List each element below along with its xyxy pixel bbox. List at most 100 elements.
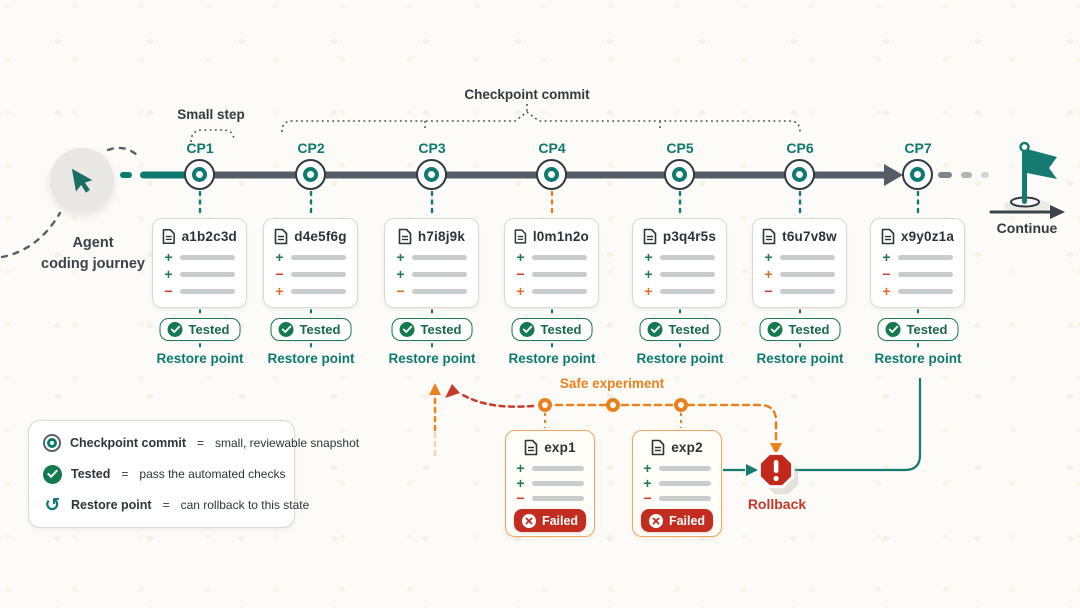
checkpoint-group: CP7 x9y0z1a + − + Tested Restore point: [858, 140, 978, 366]
diff-bar: [180, 271, 235, 277]
x-icon: [648, 513, 663, 528]
diff-row: +: [396, 250, 467, 264]
failed-label: Failed: [668, 513, 706, 528]
legend-row: ↺ Restore point = can rollback to this s…: [43, 496, 310, 515]
diff-bar: [898, 271, 953, 277]
diff-sign: +: [882, 249, 891, 265]
experiment-branch: [429, 383, 782, 457]
failed-badge: Failed: [514, 509, 586, 532]
diff-sign: −: [275, 266, 284, 282]
diff-bar: [659, 495, 711, 501]
legend-definition: can rollback to this state: [180, 498, 310, 512]
cursor-icon: [71, 168, 93, 193]
diff-sign: +: [764, 249, 773, 265]
document-icon: [651, 439, 665, 456]
check-icon: [885, 322, 901, 337]
tested-badge: Tested: [159, 318, 241, 341]
card-header: p3q4r5s: [642, 228, 717, 245]
document-icon: [881, 228, 895, 245]
commit-hash: d4e5f6g: [294, 229, 347, 244]
tested-badge: Tested: [759, 318, 841, 341]
x-icon: [521, 513, 536, 528]
restore-point-label: Restore point: [874, 351, 962, 366]
legend-equals: =: [121, 467, 129, 481]
diff-bar: [180, 288, 235, 294]
diff-sign: +: [644, 266, 653, 282]
small-step-label: Small step: [177, 107, 245, 122]
checkpoint-node-icon: [536, 159, 567, 190]
diff-row: −: [882, 267, 953, 281]
diff-row: +: [516, 284, 587, 298]
tested-label: Tested: [540, 322, 582, 337]
card-header: d4e5f6g: [273, 228, 348, 245]
diff-sign: +: [644, 249, 653, 265]
diff-bar: [532, 480, 584, 486]
commit-card: a1b2c3d + + −: [152, 218, 247, 308]
node-card-connectors: [198, 190, 920, 351]
commit-hash: p3q4r5s: [662, 229, 717, 244]
restore-point-label: Restore point: [156, 351, 244, 366]
experiment-group: exp1 + + − Failed: [505, 430, 595, 537]
diff-row: +: [882, 249, 953, 265]
legend-equals: =: [197, 436, 205, 450]
diff-bar: [780, 271, 835, 277]
document-icon: [643, 228, 657, 245]
checkpoint-node-icon: [416, 159, 447, 190]
checkpoint-node-ring: [544, 167, 559, 182]
checkpoint-node-ring: [672, 167, 687, 182]
agent-avatar: [50, 148, 114, 212]
commit-card: x9y0z1a + − +: [870, 218, 965, 308]
diff-bar: [532, 288, 587, 294]
tested-badge: Tested: [511, 318, 593, 341]
diff-bar: [532, 495, 584, 501]
right-arrowhead: [746, 464, 758, 476]
continue-arrow: [989, 205, 1065, 219]
diff-sign: +: [164, 266, 173, 282]
diff-sign: −: [396, 283, 405, 299]
tested-label: Tested: [788, 322, 830, 337]
checkpoint-label: CP7: [904, 140, 932, 156]
diff-row: +: [516, 250, 587, 264]
checkpoint-node-ring: [192, 167, 207, 182]
commit-hash: t6u7v8w: [782, 229, 837, 244]
diff-sign: +: [764, 266, 773, 282]
diff-row: −: [164, 284, 235, 298]
diff-sign: +: [643, 460, 652, 476]
diff-sign: +: [164, 249, 173, 265]
diff-bar: [898, 254, 953, 260]
checkpoint-label: CP4: [538, 140, 566, 156]
diff-row: +: [644, 283, 715, 299]
checkpoint-group: CP3 h7i8j9k + + − Tested Restore point: [372, 140, 492, 366]
checkpoint-group: CP2 d4e5f6g + − + Tested Restore point: [251, 140, 371, 366]
diff-row: −: [643, 491, 711, 505]
card-header: exp2: [641, 439, 713, 456]
diff-bar: [291, 254, 346, 260]
safe-experiment-label: Safe experiment: [559, 376, 665, 391]
checkpoint-label: CP5: [666, 140, 694, 156]
flag-icon: [1004, 141, 1057, 213]
checkpoint-label: CP3: [418, 140, 446, 156]
checkpoint-label: CP6: [786, 140, 814, 156]
document-icon: [162, 228, 175, 245]
diff-bar: [659, 465, 711, 471]
checkpoint-node-ring: [910, 167, 925, 182]
diff-bar: [780, 288, 835, 294]
failed-badge: Failed: [641, 509, 713, 532]
checkpoint-node-icon: [902, 159, 933, 190]
checkpoint-node-icon: [295, 159, 326, 190]
tested-label: Tested: [420, 322, 462, 337]
incoming-path: [0, 146, 139, 259]
diff-sign: +: [516, 475, 525, 491]
diff-sign: +: [396, 266, 405, 282]
card-header: t6u7v8w: [762, 228, 837, 245]
diff-row: +: [275, 284, 346, 298]
red-up-arrowhead: [445, 384, 460, 398]
commit-card: d4e5f6g + − +: [263, 218, 358, 308]
diff-row: +: [164, 266, 235, 282]
diff-sign: +: [644, 283, 653, 299]
diff-sign: −: [764, 283, 773, 299]
diff-row: +: [164, 249, 235, 265]
checkpoint-node-icon: [184, 159, 215, 190]
legend-panel: Checkpoint commit = small, reviewable sn…: [28, 420, 359, 528]
small-step-bracket: [190, 129, 235, 143]
